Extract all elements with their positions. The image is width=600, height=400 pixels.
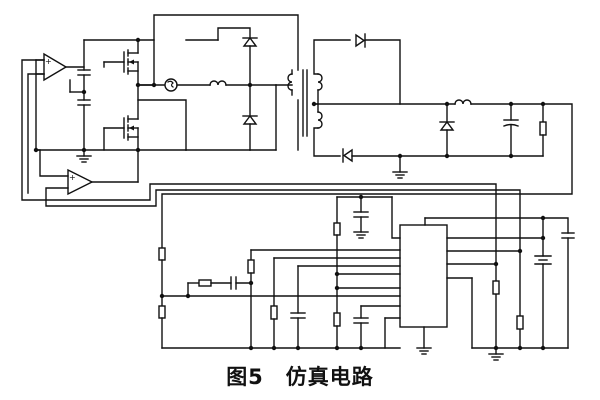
control-ic [399, 224, 448, 328]
diode-d3 [355, 33, 366, 48]
resistor-r6 [333, 222, 341, 236]
op-amp-1: + [35, 52, 85, 82]
mosfet-q2 [103, 84, 139, 183]
mosfet-q1 [103, 39, 139, 86]
diode-d4 [342, 148, 353, 163]
capacitor-c2 [77, 91, 91, 151]
resistor-r8 [492, 280, 500, 295]
inductor-lo [454, 99, 472, 105]
svg-text:+: + [45, 57, 52, 66]
capacitor-co [503, 103, 519, 157]
transformer [287, 69, 323, 137]
resistor-r1 [158, 247, 166, 261]
secondary-rectifier [161, 33, 573, 249]
resistor-r7 [333, 312, 341, 327]
resistor-r3 [198, 279, 212, 287]
ground-symbol-ic [416, 326, 432, 355]
capacitor-c4 [290, 265, 306, 349]
battery-vcc [534, 217, 552, 349]
diode-d2 [242, 84, 258, 151]
diode-d1 [242, 36, 258, 86]
resonant-tank-section [164, 27, 299, 151]
svg-text:+: + [69, 173, 76, 182]
capacitor-c6 [353, 305, 369, 349]
capacitor-c3 [230, 276, 237, 290]
resistor-load [539, 103, 547, 157]
diode-d5 [439, 103, 455, 157]
control-ic-section [158, 194, 575, 361]
capacitor-c5 [353, 196, 369, 239]
current-probe-symbol [164, 78, 178, 92]
figure-caption: 图5 仿真电路 [226, 365, 374, 389]
inductor-lr [209, 80, 227, 86]
gate-driver-section: + + [21, 14, 521, 349]
ground-symbol-output [392, 155, 408, 179]
capacitor-c1 [77, 39, 91, 93]
capacitor-c7 [561, 232, 575, 349]
op-amp-2: + [67, 168, 139, 196]
resistor-r5 [270, 257, 278, 349]
resistor-r4 [247, 249, 255, 349]
resistor-r9 [516, 315, 524, 330]
ground-symbol-right [488, 347, 504, 361]
resistor-r2 [158, 305, 166, 319]
